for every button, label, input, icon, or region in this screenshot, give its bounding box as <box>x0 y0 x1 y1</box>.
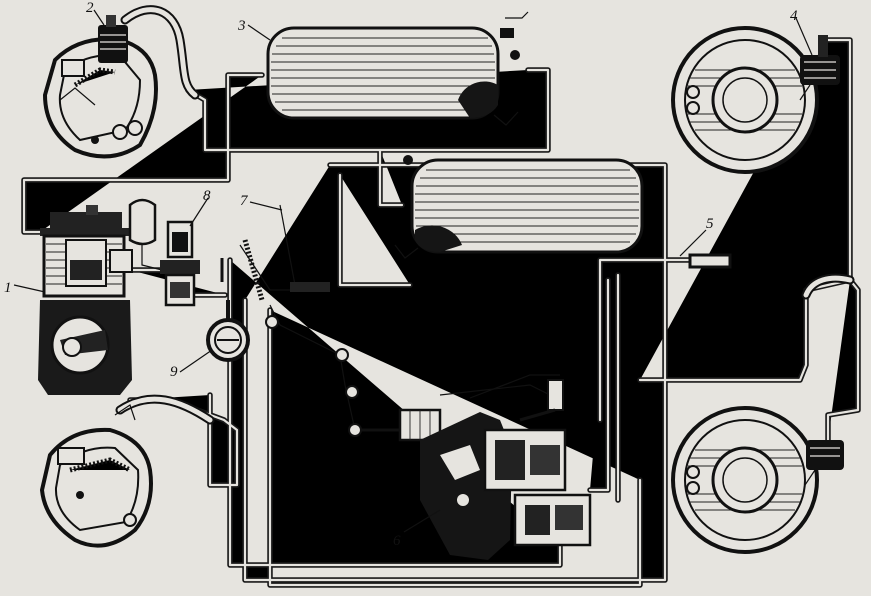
callout-7: 7 <box>240 193 249 209</box>
wheel-brake-rear-right <box>671 406 819 554</box>
callouts: 1 2 3 4 5 6 7 8 9 <box>4 0 798 549</box>
trailer-connection-line <box>688 253 732 269</box>
brake-valve <box>398 374 592 560</box>
brake-chamber-rear-right <box>804 440 844 486</box>
air-pipelines <box>24 40 858 585</box>
wheel-brake-front-left <box>42 37 158 159</box>
wheel-brake-rear-left <box>39 404 153 548</box>
callout-9: 9 <box>170 364 178 380</box>
callout-leaders <box>13 9 813 533</box>
air-receiver-upper <box>266 11 529 126</box>
callout-3: 3 <box>237 18 246 34</box>
callout-6: 6 <box>393 533 401 549</box>
brake-chamber-front-right <box>799 35 840 101</box>
callout-1: 1 <box>4 280 12 296</box>
air-receiver-lower <box>394 155 644 259</box>
brake-chamber-front-left <box>98 15 128 63</box>
pressure-regulator <box>160 220 224 307</box>
pressure-gauge <box>206 300 250 362</box>
compressor <box>38 198 163 395</box>
callout-8: 8 <box>203 188 211 204</box>
callout-5: 5 <box>706 216 714 232</box>
callout-2: 2 <box>86 0 94 16</box>
callout-4: 4 <box>790 8 798 24</box>
pipe-highlights <box>22 38 860 587</box>
wheel-brake-front-right <box>671 26 819 174</box>
